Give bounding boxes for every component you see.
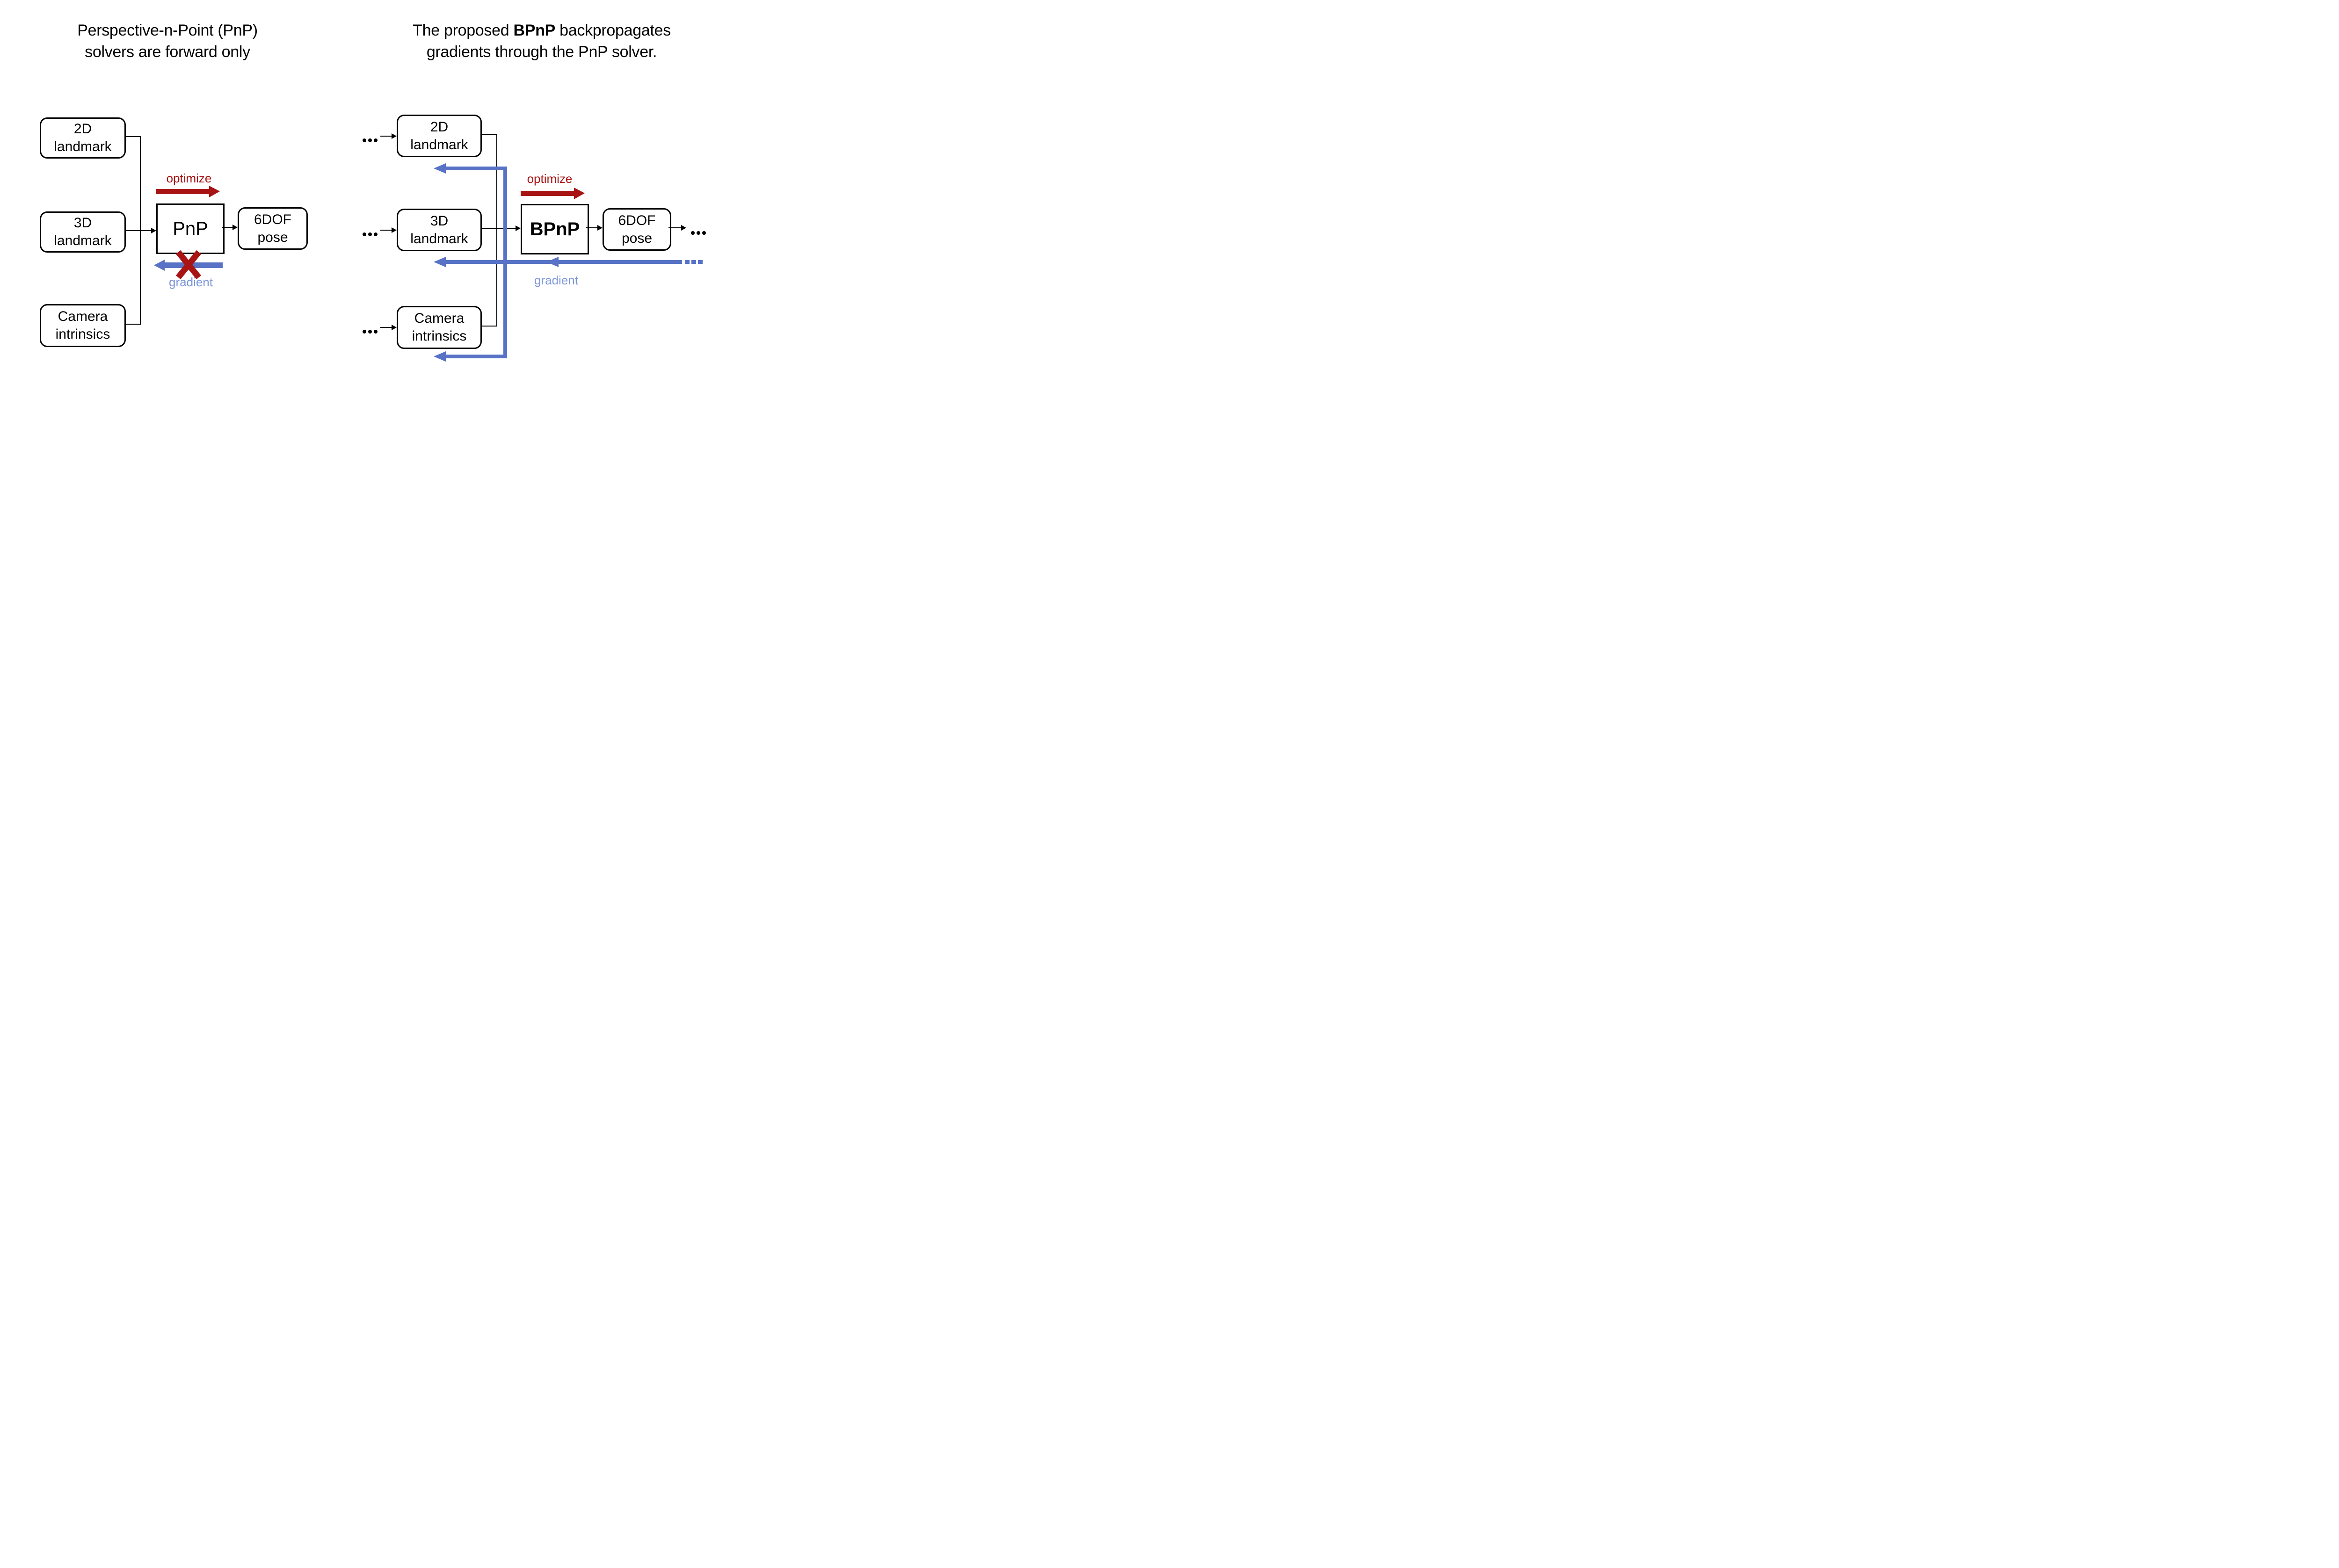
arrow-3d-to-bpnp-shaft bbox=[479, 228, 516, 229]
optimize-arrow-right-bar bbox=[521, 191, 574, 196]
box-pose-right-line2: pose bbox=[621, 230, 653, 246]
gradient-arrow-left-bar bbox=[164, 262, 223, 268]
output-arrow-shaft bbox=[668, 227, 682, 228]
box-3d-landmark-left: 3D landmark bbox=[40, 211, 126, 253]
box-pose-left-line2: pose bbox=[257, 229, 288, 245]
arrow-bpnp-to-pose-shaft bbox=[586, 227, 598, 228]
input-arrow-camera-shaft bbox=[380, 327, 392, 328]
output-arrow-head-icon bbox=[681, 225, 686, 231]
ellipsis-icon bbox=[363, 232, 378, 236]
right-title-prefix: The proposed bbox=[413, 22, 514, 39]
input-arrow-3d-shaft bbox=[380, 230, 392, 231]
box-camera-left-line2: intrinsics bbox=[55, 327, 110, 342]
box-2d-landmark-right-line1: 2D bbox=[430, 119, 449, 135]
arrow-bpnp-to-pose-head-icon bbox=[597, 225, 603, 231]
arrow-3d-to-pnp-shaft bbox=[123, 230, 152, 231]
box-3d-landmark-left-line1: 3D bbox=[73, 215, 92, 231]
gradient-label-right: gradient bbox=[534, 273, 578, 287]
box-3d-landmark-right-line2: landmark bbox=[410, 231, 468, 247]
gradient-arrow-bottom-head-icon bbox=[434, 351, 446, 362]
input-arrow-2d-shaft bbox=[380, 136, 392, 137]
right-title: The proposed BPnP backpropagates gradien… bbox=[401, 20, 682, 63]
right-title-suffix: backpropagates bbox=[555, 22, 671, 39]
figure-canvas: Perspective-n-Point (PnP) solvers are fo… bbox=[0, 0, 726, 392]
pnp-label: PnP bbox=[173, 218, 208, 239]
box-2d-landmark-left-line1: 2D bbox=[73, 121, 92, 137]
box-3d-landmark-right: 3D landmark bbox=[397, 209, 482, 251]
right-title-line1: The proposed BPnP backpropagates bbox=[401, 20, 682, 41]
connector-2d-left bbox=[123, 136, 141, 137]
optimize-arrow-left-bar bbox=[156, 189, 209, 194]
input-arrow-3d-head-icon bbox=[392, 227, 397, 233]
box-camera-right-line2: intrinsics bbox=[412, 328, 467, 344]
right-title-line2: gradients through the PnP solver. bbox=[426, 43, 657, 61]
box-camera-left-line1: Camera bbox=[58, 309, 108, 324]
bpnp-label: BPnP bbox=[530, 219, 580, 240]
arrow-pnp-to-pose-shaft bbox=[222, 227, 233, 228]
box-pnp-solver: PnP bbox=[156, 203, 225, 254]
box-camera-intrinsics-right: Camera intrinsics bbox=[397, 306, 482, 349]
arrow-3d-to-pnp-head-icon bbox=[151, 228, 156, 233]
box-pose-left-line1: 6DOF bbox=[254, 211, 291, 227]
blocked-cross-icon bbox=[175, 250, 202, 280]
box-2d-landmark-left-line2: landmark bbox=[54, 139, 112, 154]
box-camera-right-line1: Camera bbox=[414, 311, 465, 326]
arrow-3d-to-bpnp-head-icon bbox=[516, 225, 521, 231]
right-title-bpnp: BPnP bbox=[513, 22, 555, 39]
optimize-label-left: optimize bbox=[166, 171, 212, 185]
connector-camera-left bbox=[123, 324, 141, 325]
box-2d-landmark-left: 2D landmark bbox=[40, 117, 126, 159]
optimize-arrow-right-head-icon bbox=[574, 188, 585, 199]
box-camera-intrinsics-left: Camera intrinsics bbox=[40, 304, 126, 347]
optimize-label-right: optimize bbox=[527, 172, 573, 186]
left-title: Perspective-n-Point (PnP) solvers are fo… bbox=[51, 20, 284, 63]
box-6dof-pose-right: 6DOF pose bbox=[603, 208, 671, 251]
gradient-arrow-middle-left-head-icon bbox=[434, 257, 446, 267]
gradient-arrow-middle-bar bbox=[445, 260, 682, 264]
dashed-continuation-icon bbox=[685, 260, 703, 264]
box-6dof-pose-left: 6DOF pose bbox=[238, 207, 308, 250]
box-3d-landmark-right-line1: 3D bbox=[430, 213, 449, 229]
box-bpnp-solver: BPnP bbox=[521, 204, 589, 254]
connector-camera-right bbox=[479, 326, 497, 327]
connector-2d-right bbox=[479, 134, 497, 135]
left-title-line1: Perspective-n-Point (PnP) bbox=[77, 22, 258, 39]
optimize-arrow-left-head-icon bbox=[209, 186, 220, 197]
gradient-arrow-into-bpnp-head-icon bbox=[546, 257, 559, 267]
gradient-arrow-top-bar bbox=[445, 167, 507, 170]
input-arrow-camera-head-icon bbox=[392, 325, 397, 330]
junction-line-right bbox=[496, 134, 497, 326]
arrow-pnp-to-pose-head-icon bbox=[232, 225, 238, 230]
gradient-arrow-top-head-icon bbox=[434, 163, 446, 174]
gradient-arrow-bottom-bar bbox=[445, 355, 507, 358]
input-arrow-2d-head-icon bbox=[392, 133, 397, 139]
box-pose-right-line1: 6DOF bbox=[618, 212, 656, 228]
box-2d-landmark-right: 2D landmark bbox=[397, 115, 482, 157]
ellipsis-icon bbox=[363, 138, 378, 142]
gradient-label-left: gradient bbox=[169, 275, 213, 289]
box-2d-landmark-right-line2: landmark bbox=[410, 137, 468, 152]
ellipsis-icon bbox=[363, 330, 378, 334]
left-title-line2: solvers are forward only bbox=[85, 43, 250, 61]
ellipsis-icon bbox=[691, 231, 706, 235]
box-3d-landmark-left-line2: landmark bbox=[54, 233, 112, 248]
gradient-arrow-left-head-icon bbox=[154, 260, 165, 271]
